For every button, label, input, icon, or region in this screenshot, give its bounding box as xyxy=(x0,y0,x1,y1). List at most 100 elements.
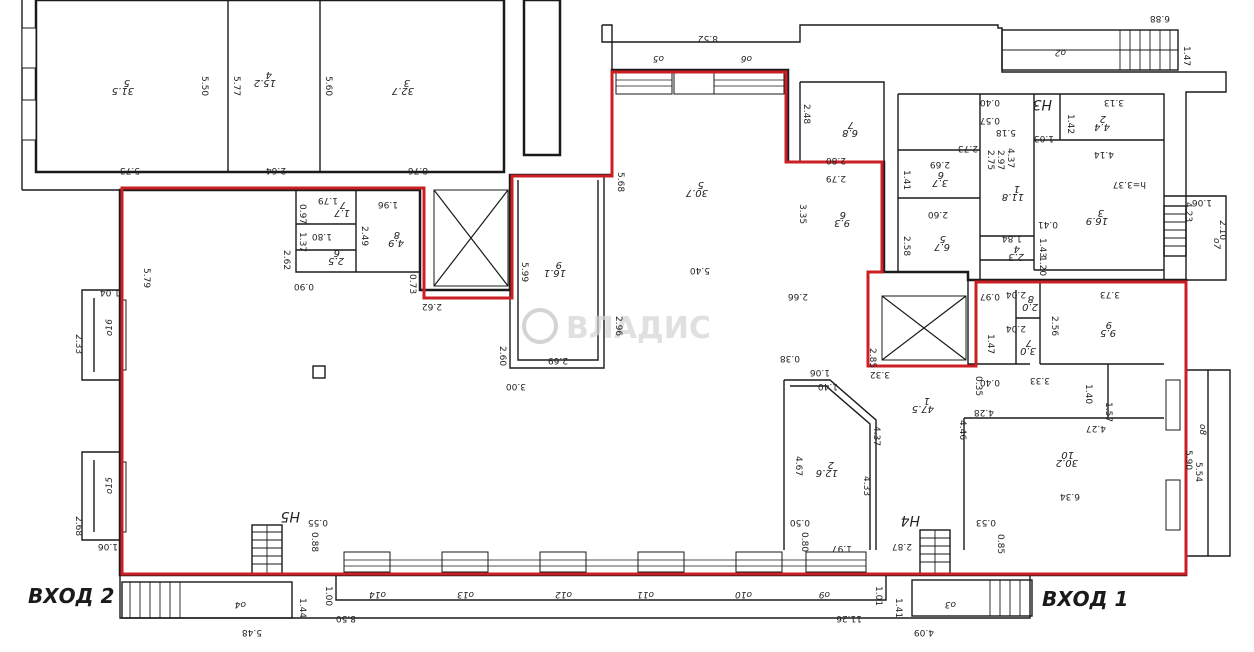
room-n5-8-area: 4.9 xyxy=(388,237,404,248)
room-n5-9-number: 9 xyxy=(556,259,562,270)
dim-label: 2.96 xyxy=(613,316,623,336)
window-label-o14: о14 xyxy=(369,589,386,599)
dim-label: 6.34 xyxy=(1060,491,1080,501)
dim-label: 1.47 xyxy=(1181,46,1191,66)
room-n4-7-area: 3.0 xyxy=(1020,345,1036,356)
dim-label: 1.80 xyxy=(312,231,332,241)
dim-label: 4.37 xyxy=(1005,148,1015,168)
dim-label: 0.53 xyxy=(976,517,996,527)
dim-label: 1.84 xyxy=(1002,233,1022,243)
dim-label: 0.97 xyxy=(297,204,307,224)
dim-label: 5.40 xyxy=(690,265,710,275)
dim-label: 4.33 xyxy=(861,476,871,496)
entrance-2-label: ВХОД 2 xyxy=(28,584,114,608)
dim-label: 4.23 xyxy=(1183,202,1193,222)
room-n3-1-number: 1 xyxy=(1014,183,1020,194)
dim-label: 1.20 xyxy=(1037,256,1047,276)
room-n4-2-number: 2 xyxy=(828,459,834,470)
dim-label: 1.44 xyxy=(297,598,307,618)
room-n4-2-area: 12.6 xyxy=(816,467,838,478)
dim-label: 0.90 xyxy=(294,281,314,291)
room-n3-5-area: 6.7 xyxy=(933,241,950,252)
dim-label: 1.47 xyxy=(985,334,995,354)
room-top-3-area: 32.7 xyxy=(391,85,414,96)
room-n3-1-area: 11.8 xyxy=(1002,191,1024,202)
dim-label: 2.10 xyxy=(1217,220,1227,240)
dim-label: 1.41 xyxy=(901,170,911,190)
dim-label: 4.67 xyxy=(793,456,803,476)
dim-label: 1.06 xyxy=(1192,197,1212,207)
room-top-5-number: 5 xyxy=(124,77,130,88)
dim-label: 1.37 xyxy=(297,232,307,252)
dim-label: 2.68 xyxy=(73,516,83,536)
column-marker xyxy=(312,365,326,379)
room-n3-2-area: 4.4 xyxy=(1094,121,1110,132)
dim-label: 1.40 xyxy=(1083,384,1093,404)
dim-label: 4.09 xyxy=(914,627,934,637)
room-n4-10-area: 30.2 xyxy=(1056,457,1078,468)
dim-label: 11.26 xyxy=(836,613,862,623)
window-label-o8: о8 xyxy=(1197,424,1207,436)
dim-label: 4.28 xyxy=(974,407,994,417)
dim-label: 0.35 xyxy=(973,376,983,396)
dim-label: 0.38 xyxy=(780,353,800,363)
dim-label: 0.85 xyxy=(995,534,1005,554)
dim-label: 2.64 xyxy=(266,165,286,175)
room-n5-7-area: 1.7 xyxy=(333,207,350,218)
dim-label: 0.50 xyxy=(790,517,810,527)
elevator-shaft-right xyxy=(881,295,967,361)
room-n5-5-area: 30.7 xyxy=(685,187,708,198)
room-top-4-area: 15.2 xyxy=(254,77,276,88)
dim-label: 2.62 xyxy=(281,250,291,270)
dim-label: 5.99 xyxy=(519,262,529,282)
zone-labels: Н5 Н4 Н3 h=3.37 xyxy=(280,96,1146,528)
room-n5-9-area: 16.1 xyxy=(544,267,566,278)
stairs-right xyxy=(1163,205,1187,257)
dim-label: 3.32 xyxy=(870,369,890,379)
dim-label: 5.50 xyxy=(199,76,209,96)
room-n4-1-number: 1 xyxy=(924,395,930,406)
dim-label: 2.87 xyxy=(892,541,912,551)
dim-label: 2.56 xyxy=(1049,316,1059,336)
room-n3-3-number: 3 xyxy=(1098,207,1104,218)
room-n3-7-area: 6.8 xyxy=(842,127,858,138)
dim-label: 5.18 xyxy=(996,127,1016,137)
dim-label: 1.57 xyxy=(1103,402,1113,422)
dim-label: 2.58 xyxy=(901,236,911,256)
room-top-3-number: 3 xyxy=(404,77,410,88)
room-n3-6-area: 9.3 xyxy=(834,217,850,228)
dim-label: 2.33 xyxy=(73,334,83,354)
dim-label: 5.90 xyxy=(1183,450,1193,470)
watermark: ВЛАДИС xyxy=(522,308,711,346)
dim-label: 2.60 xyxy=(928,209,948,219)
dim-label: 2.62 xyxy=(422,301,442,311)
dim-label: 0.40 xyxy=(980,97,1000,107)
zone-n4-label: Н4 xyxy=(901,512,920,528)
top-middle-stub xyxy=(522,0,562,157)
dim-label: 3.35 xyxy=(797,204,807,224)
room-n5-6-number: 6 xyxy=(334,247,340,258)
room-n4-8-number: 8 xyxy=(1028,293,1034,304)
room-n3-5-number: 5 xyxy=(940,233,946,244)
room-n3-6b-number: 6 xyxy=(938,169,944,180)
window-label-o16: о16 xyxy=(105,319,115,336)
room-top-4-number: 4 xyxy=(266,69,272,80)
dim-label: 5.48 xyxy=(242,627,262,637)
dimension-labels: 5.73 5.50 2.64 5.77 5.60 8.76 5.79 1.79 … xyxy=(73,13,1227,637)
room-n5-8-number: 8 xyxy=(394,229,400,240)
dim-label: 4.46 xyxy=(957,420,967,440)
window-label-o13: о13 xyxy=(457,589,474,599)
dim-label: 8.50 xyxy=(336,613,356,623)
zone-n3-label: Н3 xyxy=(1033,96,1052,112)
dim-label: 1.96 xyxy=(378,199,398,209)
dim-label: 5.77 xyxy=(231,76,241,96)
dim-label: 2.80 xyxy=(826,155,846,165)
top-windows xyxy=(615,71,785,95)
window-label-o7: о7 xyxy=(1211,238,1221,250)
window-label-o2: о2 xyxy=(1054,47,1066,57)
dim-label: 5.68 xyxy=(615,172,625,192)
dim-label: 0.40 xyxy=(980,377,1000,387)
room-n5-7-number: 7 xyxy=(339,199,346,210)
window-label-o12: о12 xyxy=(555,589,572,599)
room-n5-6-area: 2.5 xyxy=(328,255,344,266)
